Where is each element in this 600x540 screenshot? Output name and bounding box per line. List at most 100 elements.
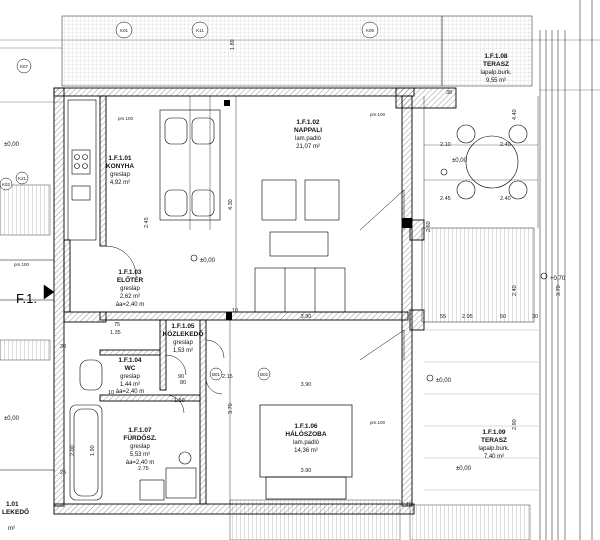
dim-245: 2.45 (440, 196, 451, 202)
room-height-eloter: áa=2,40 m (116, 302, 145, 308)
dim-25: 25 (60, 470, 66, 476)
dim-30b: 30 (532, 314, 538, 320)
dim-v-430: 4.30 (228, 199, 234, 210)
level-g: ±0,00 (436, 378, 452, 384)
dim-v-240: 2.40 (512, 285, 518, 296)
dim-h-390c: 3.90 (301, 468, 312, 474)
room-code-haloszoba: 1.F.1.06 (294, 423, 318, 430)
markers: K01 K11 K06 K07 K02 K21 B01 B02 pm.100 p… (0, 21, 386, 425)
room-area-wc: 1,44 m² (120, 382, 140, 388)
dim-90: 90 (178, 374, 184, 380)
kitchen-counter (67, 99, 97, 241)
dim-v-440: 4.40 (512, 109, 518, 120)
room-name-nappali: NAPPALI (294, 127, 322, 134)
dim-v-200: 2.00 (70, 445, 76, 456)
room-name-konyha: KONYHA (106, 163, 134, 170)
room-floor-terasz2: lapalp.burk. (478, 446, 509, 452)
dim-240b: 2.40 (500, 142, 511, 148)
dim-240a: 2.40 (500, 196, 511, 202)
dim-10c: 10 (406, 502, 412, 508)
level-marker-icon (190, 254, 198, 262)
room-floor-eloter: greslap (120, 286, 140, 292)
room-floor-terasz1: lapalp.burk. (480, 70, 511, 76)
dim-v-370a: 3.70 (228, 403, 234, 414)
room-floor-konyha: greslap (110, 172, 130, 178)
level-marker-icon (440, 168, 448, 176)
room-name-kozl: KÖZLEKEDŐ (163, 329, 204, 338)
dim-55: 55 (440, 314, 446, 320)
terrace-table (423, 96, 539, 228)
dim-v-245: 2.45 (144, 217, 150, 228)
room-code-furdo: 1.F.1.07 (128, 427, 152, 434)
room-code-nappali: 1.F.1.02 (296, 119, 320, 126)
dim-10a: 10 (232, 308, 238, 314)
marker-k07: K07 (20, 64, 29, 69)
left-exterior (0, 259, 55, 471)
level-a: ±0,00 (452, 158, 468, 164)
walls (53, 87, 457, 515)
dim-h-390b: 3.90 (301, 382, 312, 388)
room-code-kozl: 1.F.1.05 (171, 323, 195, 330)
marker-pm-2: pm.100 (370, 112, 386, 117)
dim-v-189: 1.89 (230, 39, 236, 50)
dim-150: 1.50 (174, 398, 185, 404)
marker-b01: B01 (212, 372, 221, 377)
bed (229, 320, 405, 504)
door-swings (105, 245, 225, 414)
dim-v-260: 2.60 (426, 221, 432, 232)
dim-75: 75 (114, 322, 120, 328)
room-floor-haloszoba: lam.padló (293, 440, 320, 446)
room-area-eloter: 2,62 m² (120, 294, 140, 300)
room-name-haloszoba: HÁLÓSZOBA (285, 429, 326, 438)
bathroom-fixtures (69, 359, 197, 501)
level-e: +0,70 (550, 276, 566, 282)
room-name-wc: WC (125, 365, 136, 372)
room-height-furdo: áa=2,40 m (126, 460, 155, 466)
room-name-terasz1: TERASZ (483, 61, 509, 68)
room-floor-wc: greslap (120, 374, 140, 380)
room-code-wc: 1.F.1.04 (118, 357, 142, 364)
dim-38: 38 (446, 90, 452, 96)
living-furniture (235, 96, 405, 313)
marker-k21: K21 (18, 176, 27, 181)
dim-215: 2.15 (222, 374, 233, 380)
dim-v-190: 1.90 (90, 445, 96, 456)
room-area-furdo: 5,53 m² (130, 452, 150, 458)
room-height-wc: áa=2,40 m (116, 389, 145, 395)
room-area-konyha: 4,92 m² (110, 180, 130, 186)
room-code-terasz2: 1.F.1.09 (482, 429, 506, 436)
dim-v-290: 2.90 (512, 419, 518, 430)
dining-set (159, 96, 221, 230)
room-name-left: LEKEDŐ (2, 507, 29, 516)
marker-k06: K06 (366, 28, 375, 33)
level-marker-icon (540, 272, 548, 280)
room-floor-nappali: lam.padló (295, 136, 322, 142)
dim-210: 2.10 (440, 142, 451, 148)
posts (224, 100, 412, 320)
room-area-nappali: 21,07 m² (296, 144, 320, 150)
room-code-eloter: 1.F.1.03 (118, 269, 142, 276)
room-code-left: 1.01 (6, 501, 19, 508)
room-area-terasz1: 9,55 m² (486, 78, 506, 84)
marker-pm-4: pm.100 (370, 420, 386, 425)
marker-pm-1: pm.100 (118, 116, 134, 121)
marker-k01: K01 (120, 28, 129, 33)
level-c: ±0,00 (4, 142, 20, 148)
dim-80: 80 (180, 380, 186, 386)
marker-k02: K02 (2, 182, 11, 187)
dim-10b: 10 (108, 390, 114, 396)
room-name-furdo: FÜRDŐSZ. (123, 433, 156, 442)
axis-label: F.1. (16, 291, 37, 306)
dim-275: 2.75 (138, 466, 149, 472)
room-floor-furdo: greslap (130, 444, 150, 450)
room-area-kozl: 1,53 m² (173, 348, 193, 354)
level-marks: ±0,00 ±0,00 ±0,00 ±0,00 +0,70 ±0,00 ±0,0… (4, 142, 566, 472)
level-f: ±0,00 (456, 466, 472, 472)
dim-205: 2.05 (462, 314, 473, 320)
dim-50: 50 (500, 314, 506, 320)
level-d: ±0,00 (4, 416, 20, 422)
room-code-konyha: 1.F.1.01 (108, 155, 132, 162)
marker-k11: K11 (196, 28, 204, 33)
